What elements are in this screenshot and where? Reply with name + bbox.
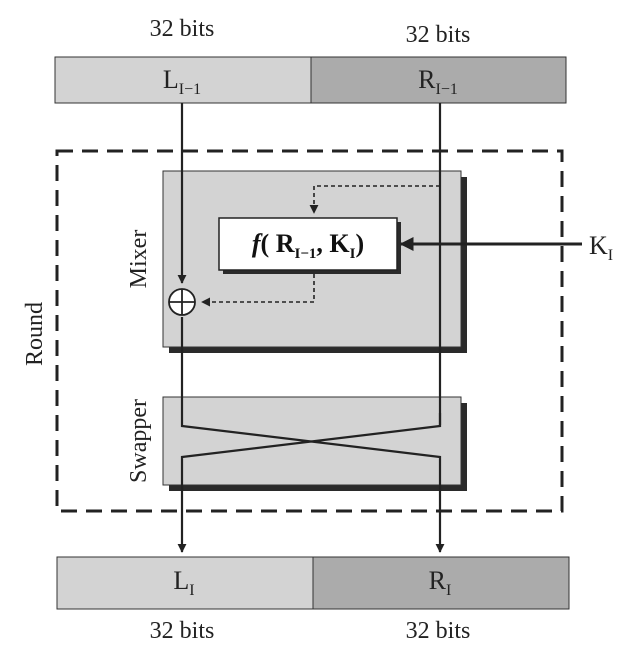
bottom-right-width-label: 32 bits (406, 618, 471, 644)
top-left-block-label: LI−1 (163, 65, 201, 98)
round-label: Round (22, 302, 48, 366)
bottom-left-block-label: LI (173, 566, 194, 599)
function-output-dashed (201, 274, 315, 307)
mixer-label: Mixer (126, 230, 152, 289)
key-input-label: KI (589, 231, 613, 264)
function-box (218, 217, 398, 271)
swap-line-right-to-left (180, 413, 442, 485)
function-label: f( RI−1, KI) (252, 229, 364, 262)
bottom-right-block (312, 556, 570, 610)
swapper-label: Swapper (126, 399, 152, 483)
top-right-block (310, 56, 567, 104)
xor-icon (168, 288, 196, 316)
top-left-width-label: 32 bits (150, 16, 215, 42)
top-left-block (54, 56, 312, 104)
function-input-dashed (309, 185, 440, 214)
top-right-width-label: 32 bits (406, 22, 471, 48)
bottom-right-block-label: RI (429, 566, 452, 599)
top-right-block-label: RI−1 (418, 65, 458, 98)
bottom-left-block (56, 556, 314, 610)
round-boundary (55, 149, 564, 513)
bottom-left-width-label: 32 bits (150, 618, 215, 644)
